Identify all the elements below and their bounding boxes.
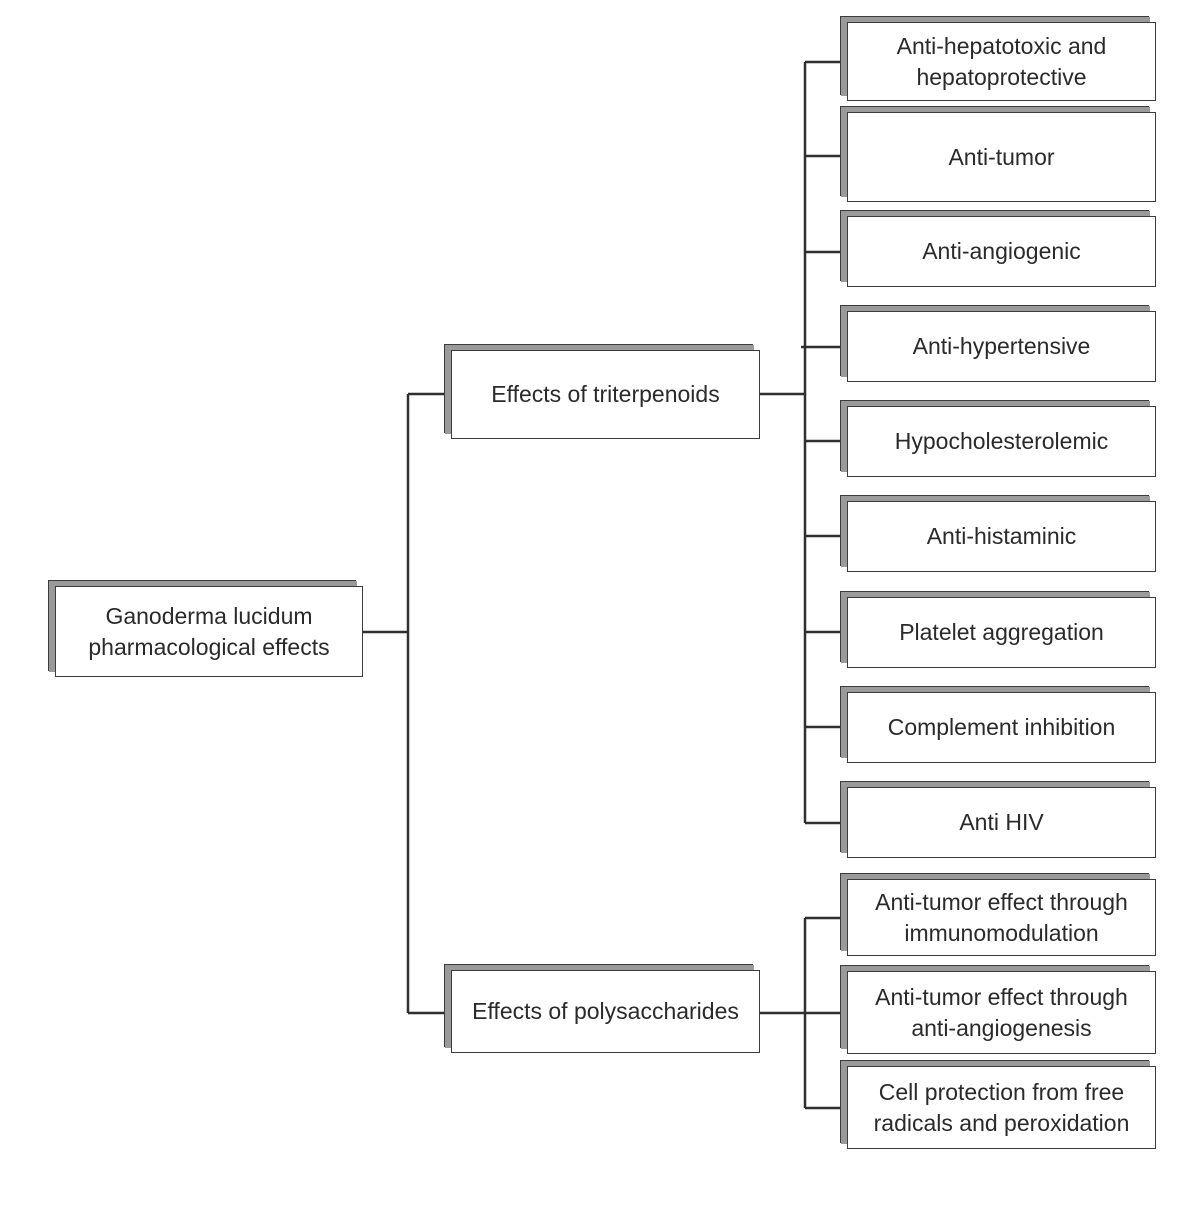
effect-node: Complement inhibition: [847, 692, 1156, 763]
effect-node: Platelet aggregation: [847, 597, 1156, 668]
effect-node: Anti HIV: [847, 787, 1156, 858]
root-node-label: Ganoderma lucidum pharmacological effect…: [88, 602, 330, 660]
branch-node-label: Effects of polysaccharides: [472, 998, 739, 1024]
branch-node-label: Effects of triterpenoids: [491, 381, 720, 407]
effect-node: Anti-hypertensive: [847, 311, 1156, 382]
effect-node-label: Hypocholesterolemic: [894, 428, 1109, 454]
effect-node-label: Complement inhibition: [887, 714, 1116, 740]
effect-node-label: Platelet aggregation: [899, 619, 1104, 645]
effect-node: Anti-angiogenic: [847, 216, 1156, 287]
root-node: Ganoderma lucidum pharmacological effect…: [55, 586, 363, 677]
effect-node-label: Anti-angiogenic: [922, 238, 1081, 264]
effect-node: Cell protection from free radicals and p…: [847, 1066, 1156, 1149]
effect-node-label: Anti-hepatotoxic and hepatoprotective: [896, 32, 1107, 90]
effect-node-label: Anti HIV: [959, 809, 1044, 835]
effect-node: Anti-tumor: [847, 112, 1156, 202]
effect-node-label: Anti-histaminic: [926, 523, 1077, 549]
effect-node-label: Anti-hypertensive: [912, 333, 1091, 359]
effect-node: Anti-tumor effect through immunomodulati…: [847, 879, 1156, 956]
effect-node-label: Anti-tumor: [948, 143, 1055, 170]
effect-node: Anti-tumor effect through anti-angiogene…: [847, 971, 1156, 1054]
effect-node-label: Anti-tumor effect through anti-angiogene…: [875, 983, 1128, 1041]
effect-node-label: Anti-tumor effect through immunomodulati…: [875, 888, 1128, 946]
effect-node: Anti-hepatotoxic and hepatoprotective: [847, 22, 1156, 101]
effect-node: Anti-histaminic: [847, 501, 1156, 572]
branch-node-polysaccharides: Effects of polysaccharides: [451, 970, 760, 1053]
effect-node: Hypocholesterolemic: [847, 406, 1156, 477]
effect-node-label: Cell protection from free radicals and p…: [873, 1078, 1130, 1136]
branch-node-triterpenoids: Effects of triterpenoids: [451, 350, 760, 439]
